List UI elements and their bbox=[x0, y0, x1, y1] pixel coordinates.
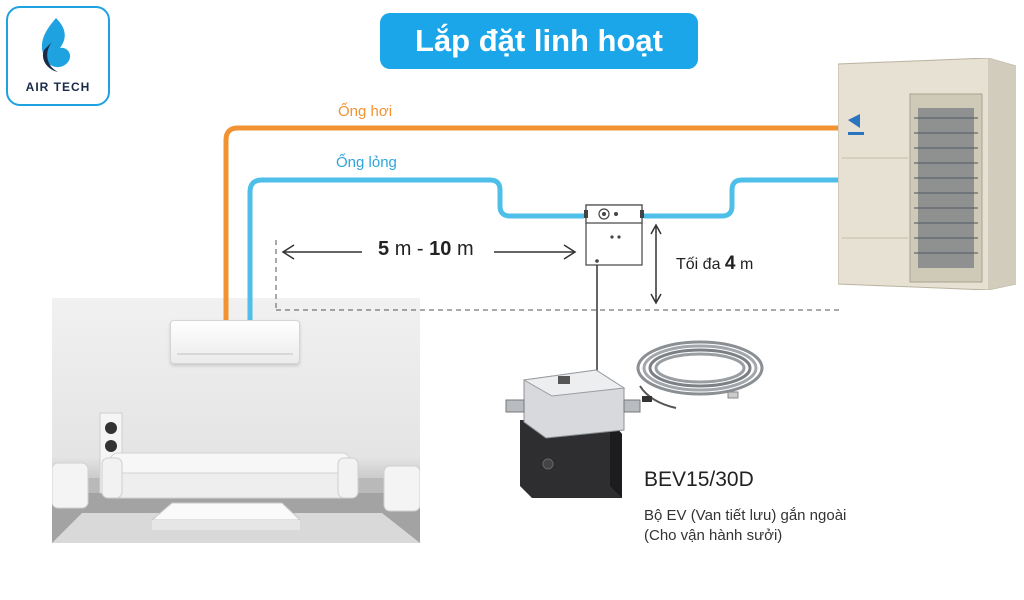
distance-separator: - bbox=[411, 238, 430, 260]
distance-max: 10 bbox=[429, 238, 452, 260]
ev-valve-box bbox=[584, 203, 644, 267]
air-tech-logo: AIR TECH bbox=[6, 6, 110, 106]
distance-unit-2: m bbox=[456, 238, 474, 260]
gas-pipe-label: Ống hơi bbox=[338, 103, 393, 120]
outdoor-unit bbox=[837, 57, 1017, 291]
height-unit: m bbox=[739, 256, 754, 273]
product-model: BEV15/30D bbox=[644, 468, 754, 491]
logo-text: AIR TECH bbox=[25, 80, 91, 94]
distance-min: 5 bbox=[378, 238, 390, 260]
product-description-line1: Bộ EV (Van tiết lưu) gắn ngoài bbox=[644, 507, 847, 524]
gas-pipe bbox=[223, 125, 848, 322]
liquid-pipe-label: Ống lỏng bbox=[336, 154, 397, 171]
water-drop-icon bbox=[41, 18, 71, 72]
indoor-unit bbox=[170, 320, 300, 364]
distance-label: 5 m - 10 m bbox=[378, 238, 474, 261]
height-label: Tối đa 4 m bbox=[676, 253, 753, 275]
height-prefix: Tối đa bbox=[676, 256, 725, 273]
height-value: 4 bbox=[724, 253, 736, 274]
product-description-line2: (Cho vận hành sưởi) bbox=[644, 527, 783, 544]
ev-kit-image bbox=[500, 330, 800, 505]
liquid-pipe bbox=[247, 177, 848, 322]
page-title: Lắp đặt linh hoạt bbox=[380, 13, 698, 69]
distance-unit-1: m bbox=[394, 238, 412, 260]
